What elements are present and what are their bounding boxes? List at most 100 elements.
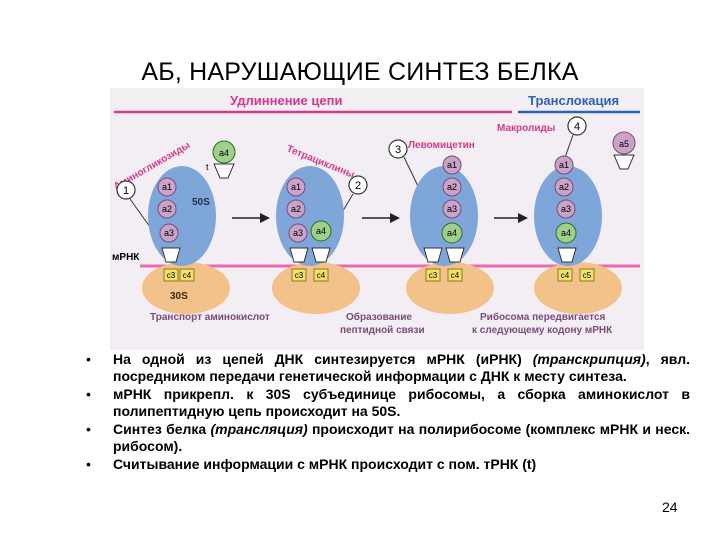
protein-synthesis-diagram: Удлиннение цепи Транслокация Аминогликоз… (110, 88, 644, 350)
bullet-3-part-3: происходит на полирибосоме (комплекс мРН… (113, 421, 690, 454)
bullet-1-part-2: (транскрипция) (532, 351, 646, 367)
amino-a3-p2-label: a3 (293, 228, 303, 238)
caption-peptide-line1: Образование (346, 311, 412, 323)
amino-a4-p4 (555, 222, 577, 244)
codon-c4-p3-label: c4 (451, 271, 460, 280)
codon-c4-p1-label: c4 (183, 271, 192, 280)
marker-1: 1 (116, 180, 159, 239)
caption-peptide-line2: пептидной связи (340, 325, 425, 336)
marker-2-label: 2 (355, 180, 361, 192)
bullet-4-part-1: Считывание информации с мРНК происходит … (113, 456, 537, 472)
amino-a3-p3 (442, 199, 462, 219)
amino-a3-p3-label: a3 (447, 204, 457, 214)
bullet-1-part-1: На одной из цепей ДНК синтезируется мРНК… (113, 351, 533, 367)
codon-c3-p2 (291, 268, 307, 282)
codon-c3-p3-label: c3 (429, 271, 438, 280)
subunit-50s-3 (410, 166, 478, 266)
amino-a1-p4-label: a1 (559, 160, 569, 170)
codon-c4-p4-label: c4 (561, 271, 570, 280)
step-arrow-3 (494, 213, 528, 223)
trna-p1 (161, 247, 181, 263)
bullet-item-4: • Считывание информации с мРНК происходи… (86, 456, 690, 473)
bullet-symbol: • (86, 386, 91, 402)
amino-a3-p4 (556, 199, 576, 219)
step-arrow-1 (232, 213, 270, 223)
bullet-symbol: • (86, 351, 91, 367)
header-translocation: Транслокация (528, 93, 619, 108)
bullet-symbol: • (86, 456, 91, 472)
amino-a2-p4 (554, 177, 574, 197)
step-arrow-2 (362, 213, 400, 223)
caption-ribosome-line1: Рибосома передвигается (480, 311, 606, 323)
ribosome-panel-2: a1 a2 a3 a4 c3 c4 (272, 166, 360, 314)
ribosome-panel-3: a1 a2 a3 a4 c3 c4 (406, 155, 494, 314)
free-trna-a5-p4-label: a5 (619, 139, 629, 149)
amino-a4-p2 (310, 220, 332, 242)
subunit-50s-1 (148, 166, 216, 266)
amino-a2-p4-label: a2 (559, 182, 569, 192)
amino-a2-p3 (442, 177, 462, 197)
label-macrolides: Макролиды (497, 123, 555, 134)
codon-c3-p3 (425, 268, 441, 282)
amino-a1-p1 (157, 177, 177, 197)
trna-p2b (311, 247, 331, 263)
amino-a1-p2-label: a1 (291, 182, 301, 192)
trna-p4 (557, 247, 577, 263)
caption-ribosome-line2: к следующему кодону мРНК (472, 325, 613, 336)
free-trna-a4-p1-label: a4 (219, 148, 229, 158)
bullet-2-part-1: мРНК прикрепл. к 30S субъединице рибосом… (113, 386, 690, 419)
codon-c3-p2-label: c3 (295, 271, 304, 280)
amino-a4-p3-label: a4 (447, 228, 457, 238)
amino-a2-p3-label: a2 (447, 182, 457, 192)
amino-a4-p3 (441, 222, 463, 244)
amino-a1-p3-label: a1 (447, 160, 457, 170)
codon-c4-p2-label: c4 (317, 271, 326, 280)
subunit-50s-2 (276, 166, 344, 266)
mrna-label: мРНК (112, 252, 140, 263)
marker-1-label: 1 (123, 185, 129, 197)
bullet-item-3: • Синтез белка (трансляция) происходит н… (86, 421, 690, 454)
codon-c4-p4 (557, 268, 573, 282)
marker-3-label: 3 (395, 144, 401, 156)
marker-4-label: 4 (574, 121, 580, 133)
codon-c4-p1 (179, 268, 195, 282)
bullet-1-part-3: , явл. посредником передачи генетической… (113, 351, 690, 384)
amino-a3-p1-label: a3 (164, 228, 174, 238)
codon-c4-p3 (447, 268, 463, 282)
codon-c3-p1-label: c3 (167, 271, 176, 280)
amino-a2-p2-label: a2 (291, 204, 301, 214)
caption-transport: Транспорт аминокислот (150, 312, 270, 323)
codon-c3-p1 (163, 268, 179, 282)
amino-a4-p4-label: a4 (561, 228, 571, 238)
amino-a2-p2 (286, 199, 306, 219)
t-label-p1: t (206, 162, 209, 172)
ribosome-panel-4: a1 a2 a3 a4 a5 c4 c5 (534, 131, 636, 314)
slide-title: АБ, НАРУШАЮЩИЕ СИНТЕЗ БЕЛКА (141, 58, 579, 86)
trna-p3 (423, 247, 443, 263)
bullet-3-part-1: Синтез белка (113, 421, 211, 437)
free-trna-body-p1 (213, 163, 235, 179)
codon-c5-p4-label: c5 (583, 271, 592, 280)
amino-a1-p3 (442, 155, 462, 175)
ribosome-panel-1: 50S 30S a1 a2 a3 a4 t c3 c4 (142, 140, 236, 314)
bullet-list: • На одной из цепей ДНК синтезируется мР… (86, 351, 690, 475)
label-levomycetin: Левомицетин (408, 140, 475, 151)
amino-a1-p1-label: a1 (162, 182, 172, 192)
marker-4: 4 (561, 116, 587, 167)
bullet-3-part-2: (трансляция) (210, 421, 308, 437)
amino-a3-p4-label: a3 (561, 204, 571, 214)
bullet-item-2: • мРНК прикрепл. к 30S субъединице рибос… (86, 386, 690, 419)
amino-a1-p4 (554, 155, 574, 175)
amino-a4-p2-label: a4 (316, 226, 326, 236)
amino-a3-p2 (288, 223, 308, 243)
header-elongation: Удлиннение цепи (230, 93, 342, 108)
page-number: 24 (662, 499, 678, 515)
free-trna-a4-p1 (212, 140, 236, 164)
bullet-item-1: • На одной из цепей ДНК синтезируется мР… (86, 351, 690, 384)
codon-c5-p4 (579, 268, 595, 282)
subunit-30s-label: 30S (170, 291, 188, 302)
amino-a2-p1 (157, 199, 177, 219)
free-trna-a5-p4 (612, 131, 636, 155)
subunit-30s-4 (534, 262, 622, 314)
amino-a3-p1 (159, 223, 179, 243)
